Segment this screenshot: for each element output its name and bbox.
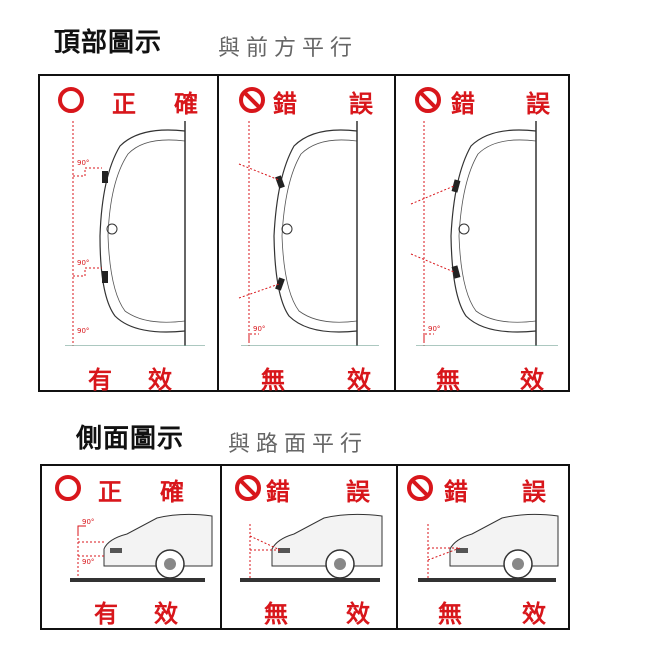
prohibited-icon: [407, 475, 433, 501]
result-right-text: 效: [154, 600, 178, 628]
verdict-right-text: 誤: [349, 90, 373, 118]
verdict-left-text: 錯: [266, 478, 290, 506]
top-view-heading: 頂部圖示: [54, 28, 163, 58]
top-car-diagram-wrong-1: 90°: [238, 121, 379, 346]
result-right-text: 效: [347, 366, 371, 394]
prohibited-icon: [415, 87, 441, 113]
verdict-left-text: 錯: [444, 478, 468, 506]
result-right-text: 效: [346, 600, 370, 628]
top-panel-correct: 正 確 90° 90° 90° 有 效: [40, 76, 219, 394]
angle-label: 90°: [77, 159, 89, 167]
ok-circle-icon: [58, 87, 84, 113]
side-car-diagram-correct: 90° 90°: [70, 513, 213, 582]
angle-label: 90°: [82, 518, 94, 526]
prohibited-icon: [239, 87, 265, 113]
side-panel-wrong-2: 錯 誤 無 效: [398, 466, 568, 628]
top-panel-wrong-2: 錯 誤 90° 無 效: [396, 76, 568, 394]
top-panel-wrong-1: 錯 誤 90° 無 效: [219, 76, 396, 394]
angle-label: 90°: [77, 259, 89, 267]
verdict-left-text: 錯: [273, 90, 297, 118]
top-view-panels: 正 確 90° 90° 90° 有 效 錯 誤: [38, 74, 570, 394]
side-car-diagram-wrong-1: [240, 513, 383, 582]
result-right-text: 效: [148, 366, 172, 394]
verdict-left-text: 正: [98, 478, 122, 506]
ok-circle-icon: [55, 475, 81, 501]
result-left-text: 有: [94, 600, 118, 628]
result-left-text: 無: [264, 600, 288, 628]
result-left-text: 無: [438, 600, 462, 628]
angle-label: 90°: [428, 325, 440, 333]
verdict-right-text: 確: [174, 90, 198, 118]
angle-label: 90°: [82, 558, 94, 566]
prohibited-icon: [235, 475, 261, 501]
result-right-text: 效: [520, 366, 544, 394]
verdict-right-text: 確: [160, 478, 184, 506]
result-left-text: 無: [261, 366, 285, 394]
angle-label: 90°: [253, 325, 265, 333]
top-car-diagram-wrong-2: 90°: [410, 121, 558, 346]
verdict-right-text: 誤: [526, 90, 550, 118]
top-view-subheading: 與前方平行: [218, 36, 359, 61]
side-view-heading: 側面圖示: [76, 424, 185, 454]
angle-label: 90°: [77, 327, 89, 335]
result-left-text: 無: [436, 366, 460, 394]
side-view-panels: 正 確 90° 90° 有 效 錯 誤: [40, 464, 570, 630]
side-panel-wrong-1: 錯 誤 無 效: [222, 466, 398, 628]
result-right-text: 效: [522, 600, 546, 628]
side-panel-correct: 正 確 90° 90° 有 效: [42, 466, 222, 628]
side-view-subheading: 與路面平行: [228, 432, 369, 457]
top-car-diagram-correct: 90° 90° 90°: [65, 121, 205, 346]
result-left-text: 有: [88, 366, 112, 394]
side-car-diagram-wrong-2: [418, 513, 559, 582]
verdict-right-text: 誤: [522, 478, 546, 506]
verdict-right-text: 誤: [346, 478, 370, 506]
verdict-left-text: 正: [112, 90, 136, 118]
verdict-left-text: 錯: [451, 90, 475, 118]
